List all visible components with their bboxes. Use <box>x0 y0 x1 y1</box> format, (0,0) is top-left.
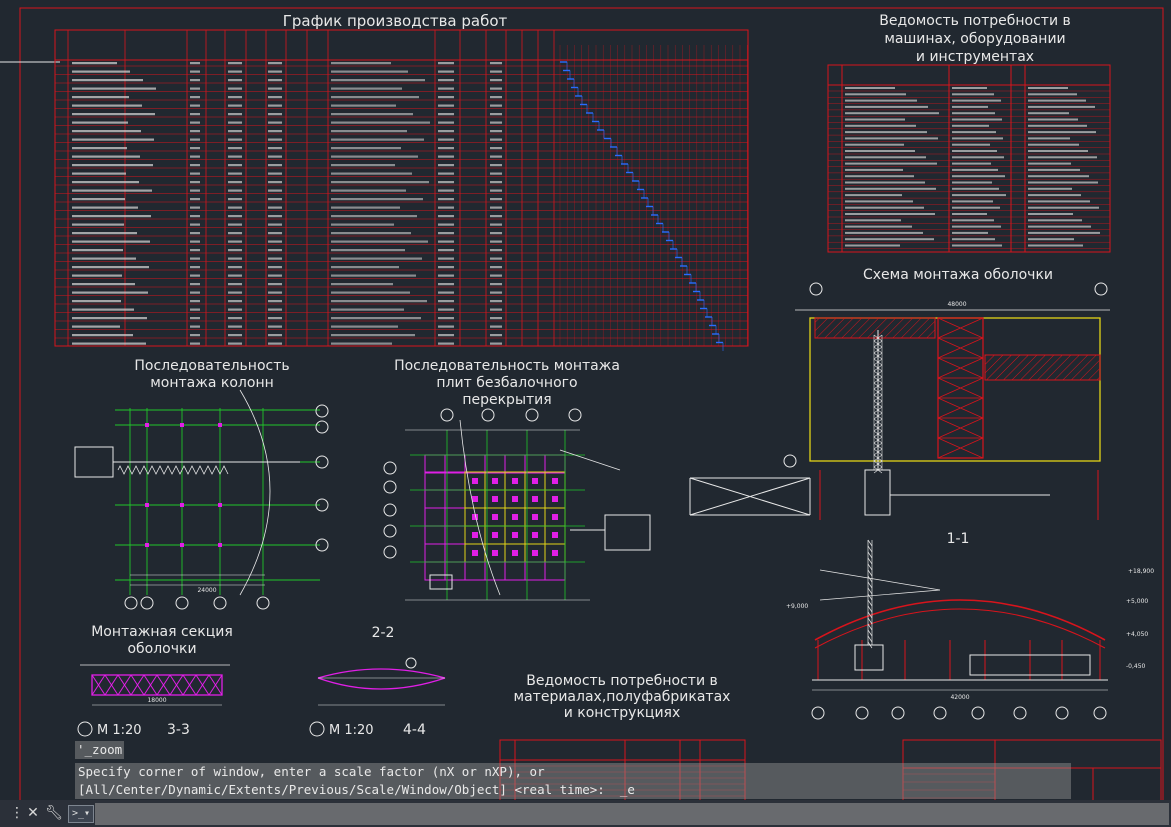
column-sequence-title-line1: Последовательность <box>134 358 289 374</box>
wrench-icon[interactable]: 🔧︎ <box>45 805 63 821</box>
machines-table <box>827 64 1111 253</box>
dimension-42000: 42000 <box>950 694 969 701</box>
elevation-5000: +5,000 <box>1126 598 1148 605</box>
command-bar: ⋮ ✕ 🔧︎ >_▾ <box>0 800 1171 827</box>
command-history-line-2: Specify corner of window, enter a scale … <box>75 763 1071 781</box>
slab-sequence-title-line1: Последовательность монтажа <box>394 358 620 374</box>
elevation-minus-450: -0,450 <box>1126 663 1146 670</box>
mount-section-title-line2: оболочки <box>127 641 196 657</box>
grip-icon[interactable]: ⋮ <box>10 805 24 821</box>
mount-section-3-3 <box>77 664 230 737</box>
section-1-1-label: 1-1 <box>947 531 970 547</box>
close-icon[interactable]: ✕ <box>27 805 39 821</box>
machines-title-line1: Ведомость потребности в <box>879 13 1071 29</box>
machines-title-line3: и инструментах <box>916 49 1034 65</box>
command-history-line-1: '_zoom <box>75 741 125 759</box>
slab-sequence-title-line3: перекрытия <box>462 392 551 408</box>
column-sequence-title-line2: монтажа колонн <box>150 375 274 391</box>
scale-3-3: M 1:20 <box>97 723 142 738</box>
command-prompt-icon[interactable]: >_▾ <box>68 805 94 823</box>
section-4-4-label: 4-4 <box>403 722 426 738</box>
machines-title-line2: машинах, оборудовании <box>884 31 1065 47</box>
command-line-history: '_zoom Specify corner of window, enter a… <box>75 740 1171 800</box>
section-3-3-label: 3-3 <box>167 722 190 738</box>
elevation-18900: +18,900 <box>1128 568 1154 575</box>
shell-scheme-title: Схема монтажа оболочки <box>863 267 1053 283</box>
scale-4-4: M 1:20 <box>329 723 374 738</box>
slab-sequence-plan <box>383 408 651 601</box>
schedule-table <box>54 29 749 351</box>
dimension-24000: 24000 <box>197 587 216 594</box>
materials-title-line1: Ведомость потребности в <box>526 673 718 689</box>
command-input[interactable] <box>95 803 1169 825</box>
section-1-1 <box>811 539 1108 720</box>
elevation-9000: +9,000 <box>786 603 808 610</box>
schedule-title: График производства работ <box>283 12 508 30</box>
column-sequence-plan <box>74 389 329 610</box>
command-history-line-3: [All/Center/Dynamic/Extents/Previous/Sca… <box>75 781 1071 799</box>
materials-title-line2: материалах,полуфабрикатах <box>514 689 731 705</box>
mount-section-title-line1: Монтажная секция <box>91 624 233 640</box>
dimension-48000: 48000 <box>947 301 966 308</box>
section-2-2-profile <box>309 657 446 737</box>
elevation-4050: +4,050 <box>1126 631 1148 638</box>
section-2-2-label: 2-2 <box>372 625 395 641</box>
dimension-18000: 18000 <box>147 697 166 704</box>
materials-title-line3: и конструкциях <box>564 705 681 721</box>
shell-scheme-plan <box>689 282 1110 520</box>
slab-sequence-title-line2: плит безбалочного <box>436 375 577 391</box>
